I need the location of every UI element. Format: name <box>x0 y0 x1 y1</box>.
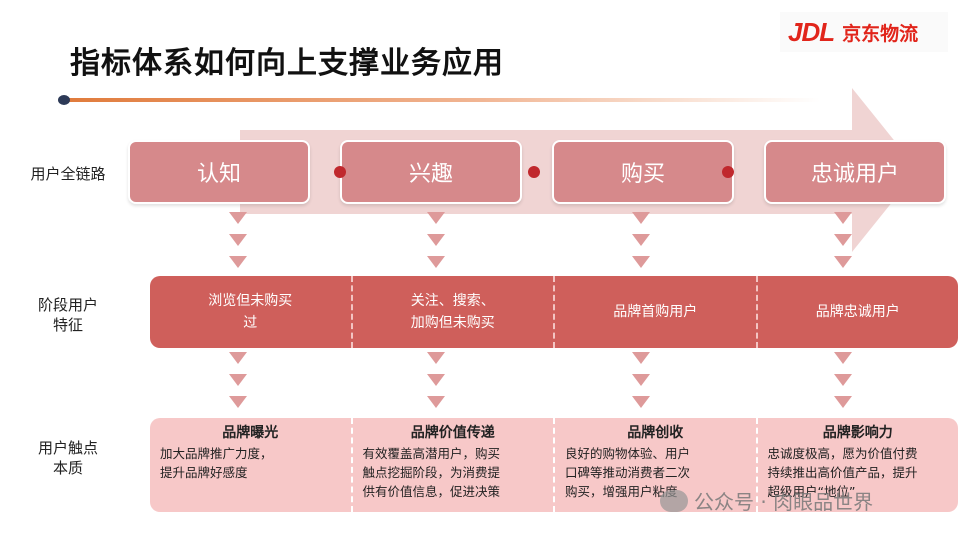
down-arrow-icon <box>834 212 852 224</box>
down-arrow-icon <box>229 234 247 246</box>
down-arrow-icon <box>229 352 247 364</box>
down-arrow-icon <box>834 234 852 246</box>
down-arrow-icon <box>834 352 852 364</box>
down-arrow-icon <box>427 256 445 268</box>
wechat-icon <box>660 489 688 512</box>
row-label-chain: 用户全链路 <box>30 165 106 183</box>
down-arrow-icon <box>427 234 445 246</box>
page-title: 指标体系如何向上支撑业务应用 <box>70 46 504 81</box>
down-arrow-icon <box>427 352 445 364</box>
touchpoint-body: 有效覆盖高潜用户，购买 触点挖掘阶段，为消费提 供有价值信息，促进决策 <box>362 446 501 499</box>
stage-loyal-user: 忠诚用户 <box>764 140 946 204</box>
touchpoint-cell: 品牌价值传递 有效覆盖高潜用户，购买 触点挖掘阶段，为消费提 供有价值信息，促进… <box>353 418 555 512</box>
down-arrow-icon <box>427 374 445 386</box>
connector-dot <box>528 166 540 178</box>
down-arrow-icon <box>229 374 247 386</box>
stage-purchase: 购买 <box>552 140 734 204</box>
touchpoint-heading: 品牌曝光 <box>222 425 279 441</box>
stage-interest: 兴趣 <box>340 140 522 204</box>
touchpoint-band: 品牌曝光 加大品牌推广力度， 提升品牌好感度 品牌价值传递 有效覆盖高潜用户，购… <box>150 418 958 512</box>
down-arrow-icon <box>834 256 852 268</box>
touchpoint-body: 忠诚度极高，愿为价值付费 持续推出高价值产品，提升 超级用户“地位” <box>767 446 918 499</box>
down-arrow-icon <box>229 212 247 224</box>
down-arrow-icon <box>427 396 445 408</box>
down-arrow-icon <box>229 256 247 268</box>
logo-text: 京东物流 <box>842 22 919 45</box>
stage-feature-band: 浏览但未购买 过 关注、搜索、 加购但未购买 品牌首购用户 品牌忠诚用户 <box>150 276 958 348</box>
touchpoint-heading: 品牌影响力 <box>822 425 893 441</box>
down-arrow-icon <box>427 212 445 224</box>
title-underline <box>60 98 820 102</box>
touchpoint-heading: 品牌价值传递 <box>410 425 495 441</box>
down-arrow-icon <box>834 396 852 408</box>
down-arrow-icon <box>834 374 852 386</box>
row-label-features: 阶段用户 特征 <box>37 296 98 334</box>
connector-dot <box>722 166 734 178</box>
touchpoint-cell: 品牌创收 良好的购物体验、用户 口碑等推动消费者二次 购买，增强用户粘度 <box>555 418 758 512</box>
feature-cell: 品牌首购用户 <box>555 276 758 348</box>
touchpoint-heading: 品牌创收 <box>627 425 684 441</box>
touchpoint-body: 加大品牌推广力度， 提升品牌好感度 <box>160 446 273 480</box>
down-arrow-icon <box>632 212 650 224</box>
down-arrow-icon <box>229 396 247 408</box>
down-arrow-icon <box>632 256 650 268</box>
watermark-text: 公众号 · 肉眼品世界 <box>694 490 874 514</box>
title-bullet-dot <box>58 95 70 105</box>
down-arrow-icon <box>632 234 650 246</box>
feature-cell: 浏览但未购买 过 <box>150 276 353 348</box>
feature-cell: 关注、搜索、 加购但未购买 <box>353 276 555 348</box>
company-logo: JDL 京东物流 <box>780 12 948 52</box>
watermark: 公众号 · 肉眼品世界 <box>660 486 873 515</box>
stage-awareness: 认知 <box>128 140 310 204</box>
touchpoint-body: 良好的购物体验、用户 口碑等推动消费者二次 购买，增强用户粘度 <box>565 446 691 499</box>
row-label-touch: 用户触点 本质 <box>37 439 98 477</box>
logo-mark: JDL <box>788 16 835 47</box>
down-arrow-icon <box>632 396 650 408</box>
down-arrow-icon <box>632 352 650 364</box>
down-arrow-icon <box>632 374 650 386</box>
touchpoint-cell: 品牌曝光 加大品牌推广力度， 提升品牌好感度 <box>150 418 353 512</box>
touchpoint-cell: 品牌影响力 忠诚度极高，愿为价值付费 持续推出高价值产品，提升 超级用户“地位” <box>758 418 959 512</box>
connector-dot <box>334 166 346 178</box>
feature-cell: 品牌忠诚用户 <box>815 304 900 320</box>
